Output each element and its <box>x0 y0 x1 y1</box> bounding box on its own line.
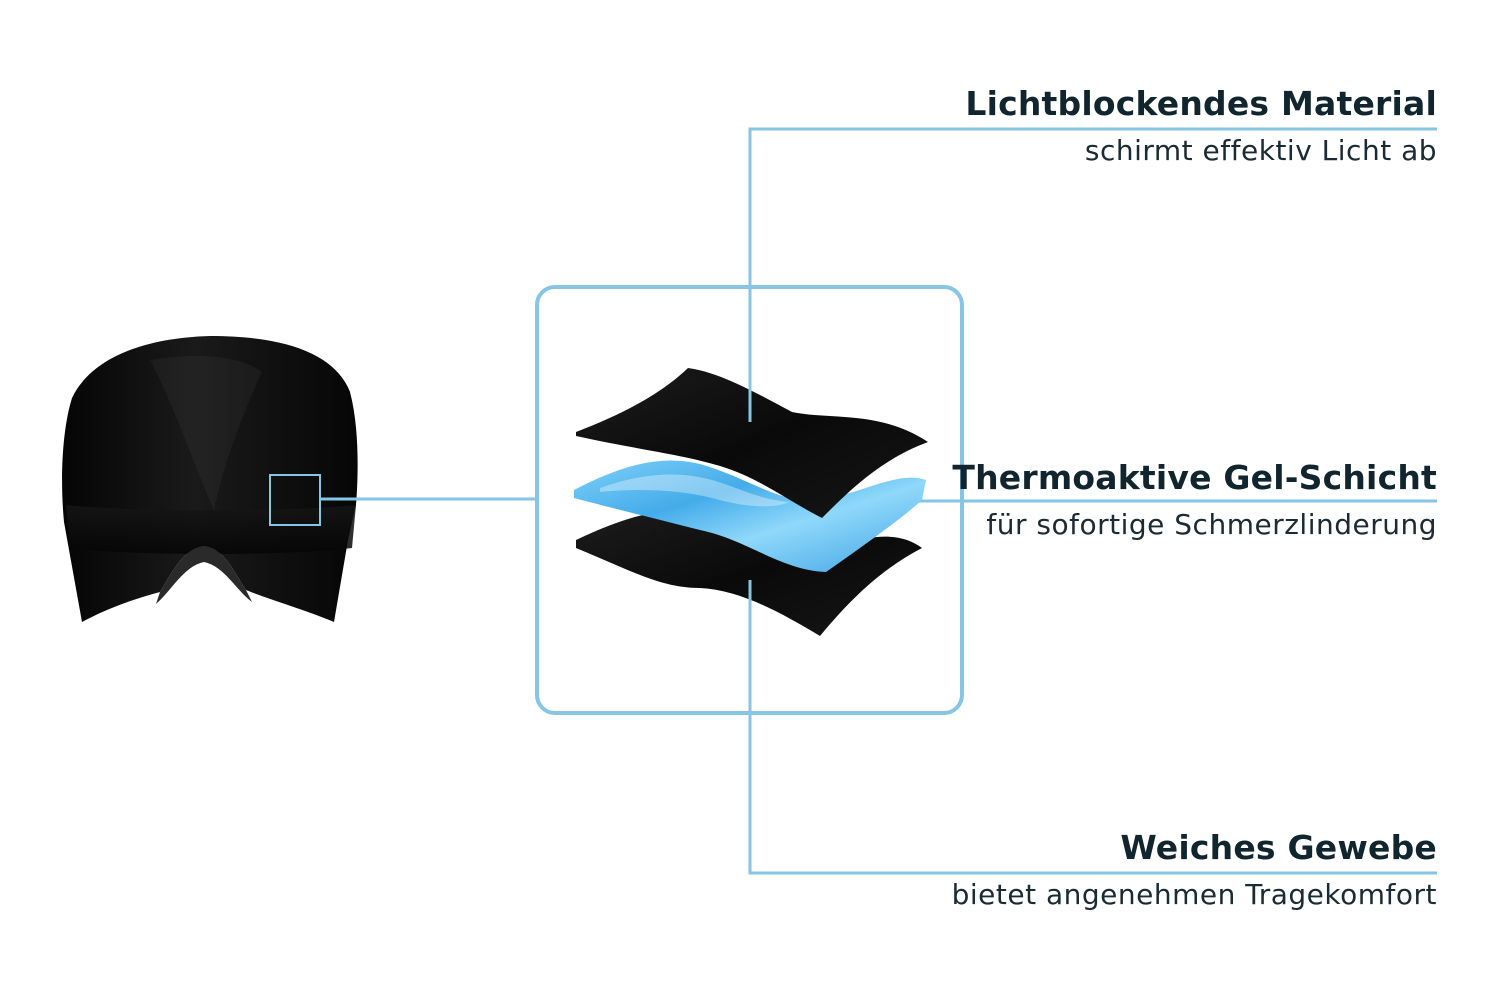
connector-top-label <box>748 127 1437 422</box>
label-gel-layer-subtitle: für sofortige Schmerzlinderung <box>986 508 1437 541</box>
label-soft-fabric-subtitle: bietet angenehmen Tragekomfort <box>951 878 1437 911</box>
label-gel-layer: Thermoaktive Gel-Schicht für sofortige S… <box>952 458 1437 542</box>
label-light-blocking: Lichtblockendes Material schirmt effekti… <box>965 84 1437 168</box>
eye-mask-sheen <box>150 356 262 510</box>
label-soft-fabric: Weiches Gewebe bietet angenehmen Trageko… <box>952 828 1437 912</box>
label-light-blocking-subtitle: schirmt effektiv Licht ab <box>1084 134 1437 167</box>
eye-mask-icon <box>62 336 358 622</box>
eye-mask-band <box>66 505 356 554</box>
bottom-fabric-layer <box>576 510 922 636</box>
label-light-blocking-title: Lichtblockendes Material <box>965 84 1437 123</box>
label-gel-layer-title: Thermoaktive Gel-Schicht <box>952 458 1437 497</box>
layer-stack-icon <box>574 368 928 636</box>
eye-mask-nose-edge <box>156 546 252 604</box>
top-fabric-layer <box>576 368 928 518</box>
label-soft-fabric-title: Weiches Gewebe <box>1120 828 1437 867</box>
gel-layer-highlight <box>600 474 790 507</box>
gel-layer <box>574 460 926 572</box>
